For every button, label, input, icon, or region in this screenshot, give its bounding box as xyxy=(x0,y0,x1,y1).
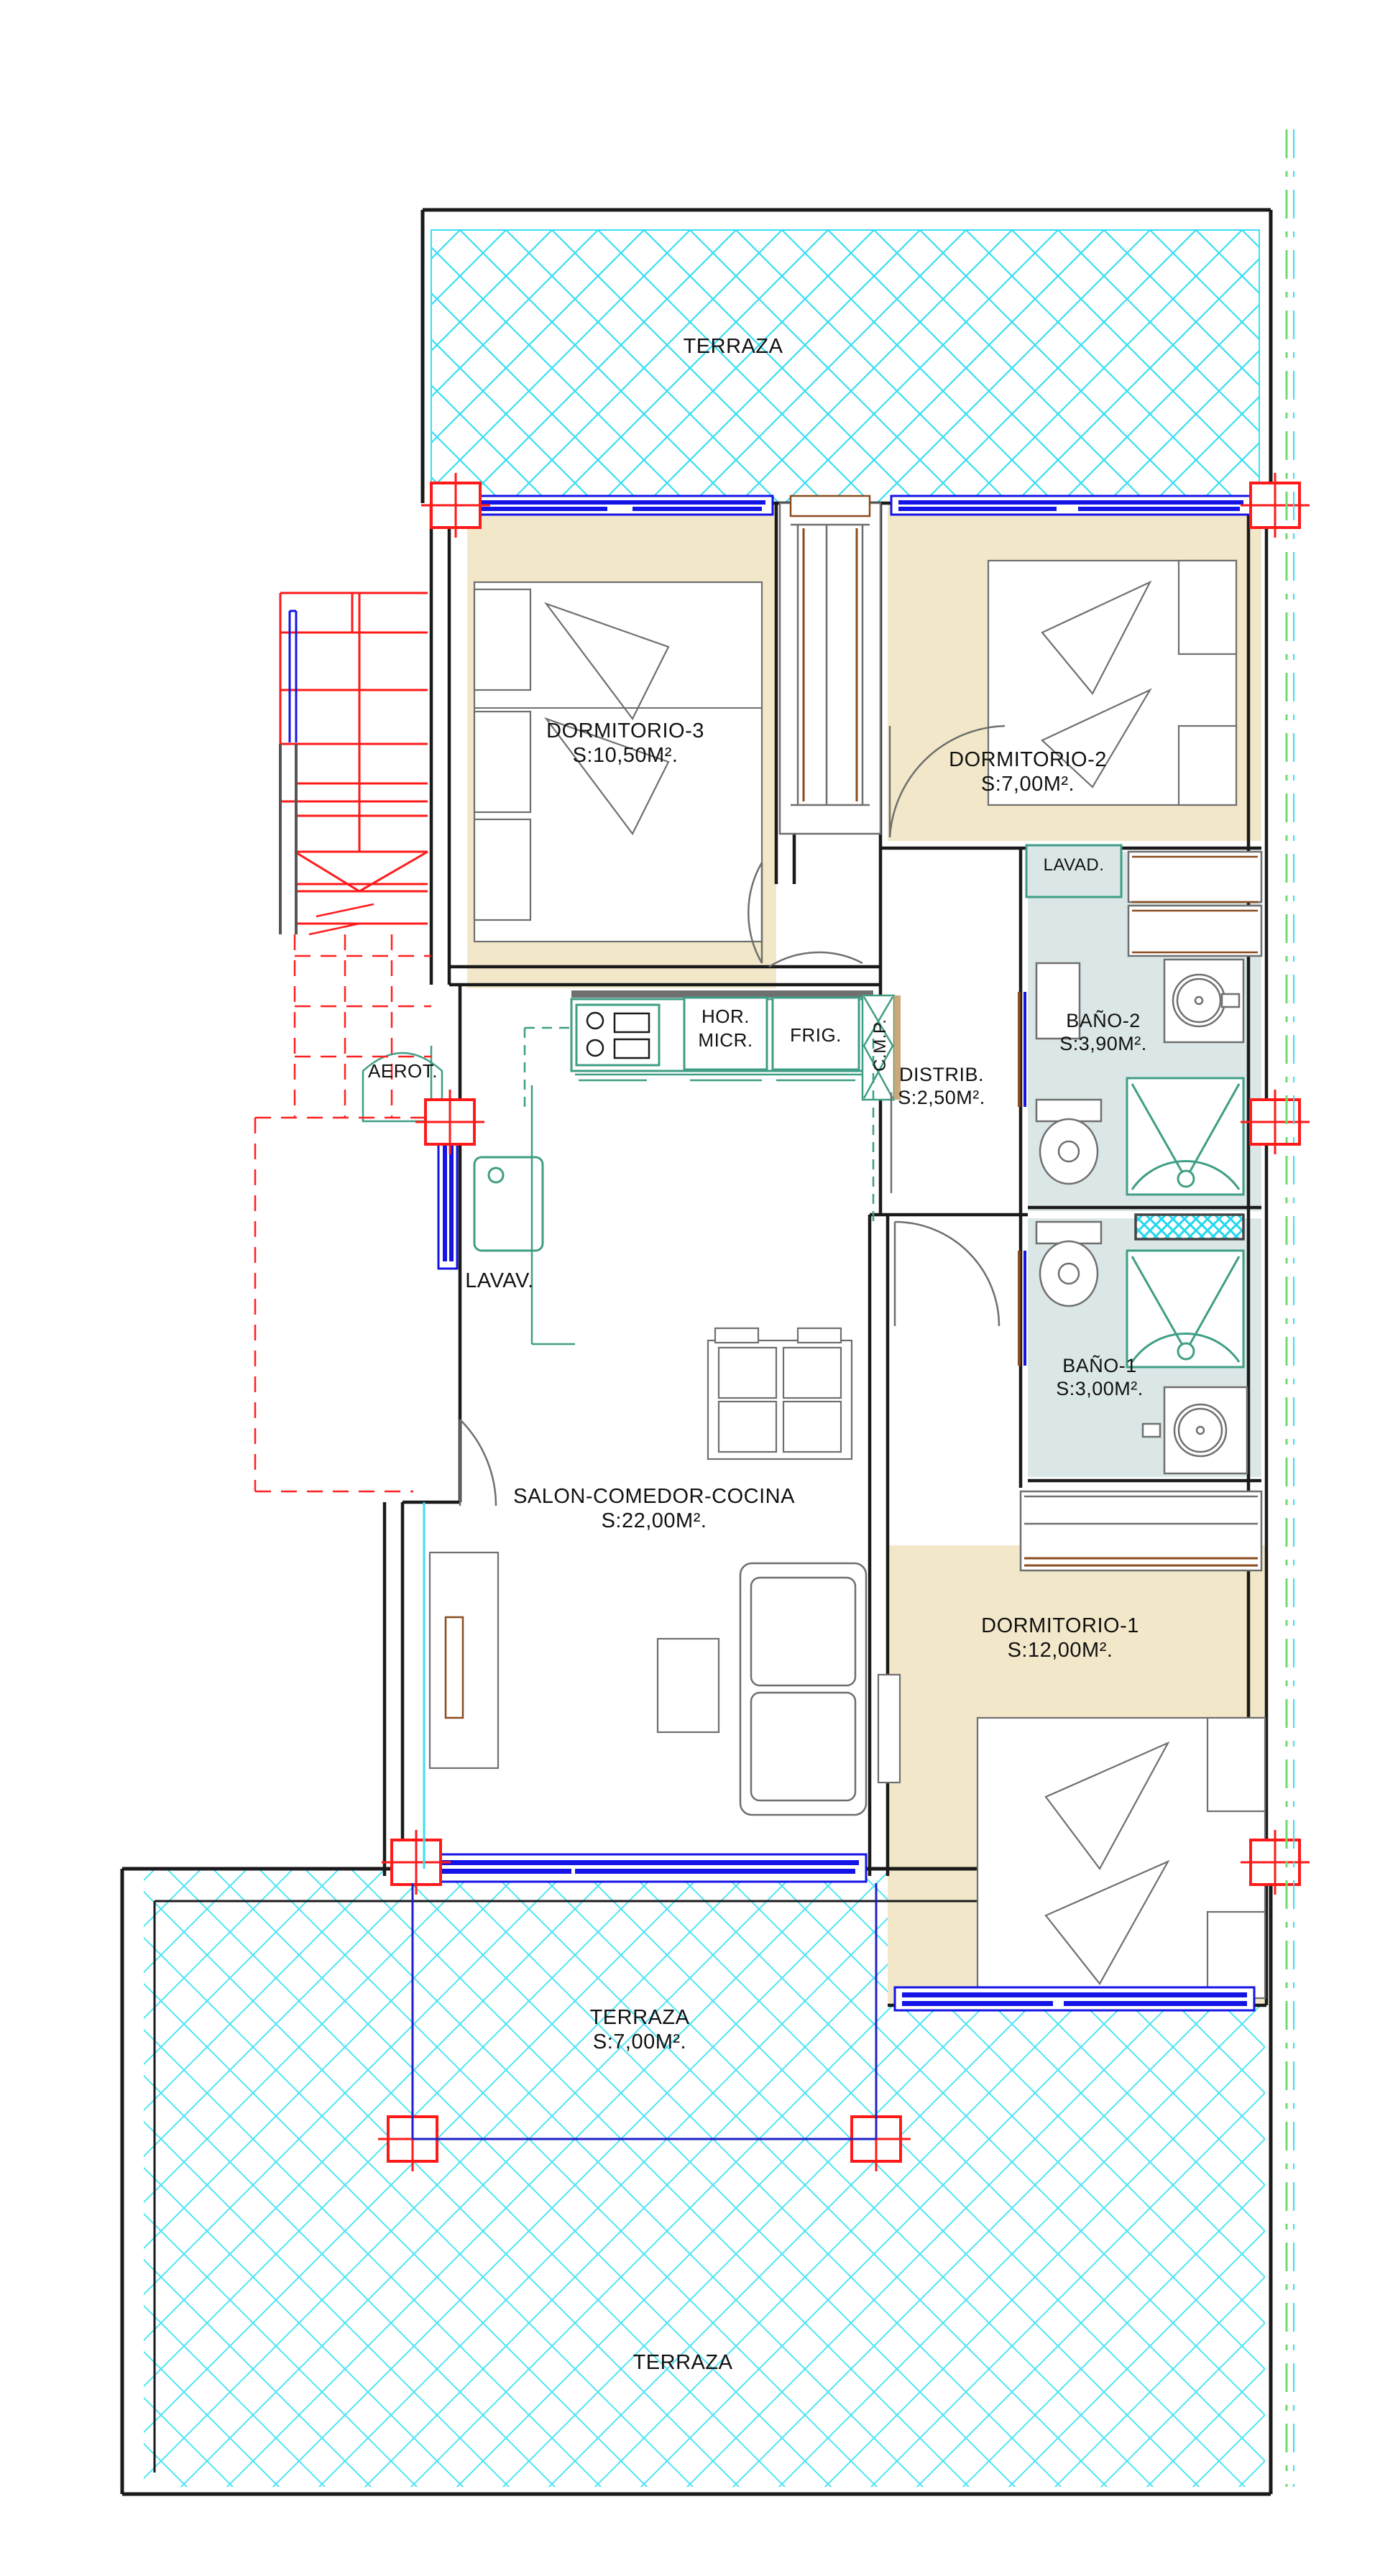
towel-rail-bano-2 xyxy=(1134,1213,1245,1241)
label-bano-2: BAÑO-2 S:3,90M². xyxy=(1021,1010,1186,1056)
sliding-door-dorm2-top xyxy=(890,494,1252,516)
label-frigorifico: FRIG. xyxy=(773,1024,859,1046)
label-horno-line1: HOR. xyxy=(702,1006,750,1027)
label-lavavajillas: LAVAV. xyxy=(431,1269,568,1293)
stair-direction-arrows xyxy=(308,903,374,936)
label-aerotermia: AEROT. xyxy=(344,1060,462,1082)
sink-bano-1 xyxy=(1141,1386,1248,1475)
door-dormitorio-3 xyxy=(748,862,763,964)
stair-rail-blue xyxy=(288,610,298,742)
kitchen-wall-line xyxy=(530,1085,575,1346)
label-cmp-name: C.M.P. xyxy=(870,1018,890,1072)
label-salon: SALON-COMEDOR-COCINA S:22,00M². xyxy=(460,1484,848,1533)
door-dormitorio-2 xyxy=(888,724,1006,838)
toilet-bano-1 xyxy=(1035,1220,1103,1307)
label-bano-1-name: BAÑO-1 xyxy=(1062,1355,1137,1376)
sink-bano-2 xyxy=(1163,958,1245,1044)
cooktop xyxy=(575,1003,661,1067)
label-terraza-top-line1: TERRAZA xyxy=(683,335,783,358)
label-frigorifico-name: FRIG. xyxy=(790,1024,842,1046)
label-dormitorio-3-name: DORMITORIO-3 xyxy=(546,719,704,742)
label-dormitorio-2-name: DORMITORIO-2 xyxy=(949,748,1107,771)
shaft-vertical-bars xyxy=(802,528,858,801)
projection-dashed xyxy=(254,934,431,1493)
side-shelf xyxy=(877,1673,901,1784)
door-dorm1 xyxy=(893,1220,1000,1327)
label-distribuidor: DISTRIB. S:2,50M². xyxy=(862,1064,1021,1110)
shower-bano-2 xyxy=(1126,1077,1245,1196)
cmp-brown-edge xyxy=(894,995,901,1100)
fridge-box xyxy=(771,996,860,1071)
sofa xyxy=(739,1562,868,1816)
label-bano-2-name: BAÑO-2 xyxy=(1066,1010,1141,1031)
washer-dryer-shelves xyxy=(1127,850,1263,957)
label-dormitorio-1-area: S:12,00M². xyxy=(1007,1639,1113,1662)
label-dormitorio-3-area: S:10,50M². xyxy=(572,744,678,768)
label-lavadero: LAVAD. xyxy=(1026,855,1121,875)
coffee-table xyxy=(656,1637,720,1734)
column-top-right xyxy=(1241,473,1310,538)
column-mid-right xyxy=(1241,1090,1310,1154)
label-terraza-bottom: TERRAZA xyxy=(546,2350,819,2375)
terrace-top-fill xyxy=(431,229,1260,504)
bed-dormitorio-1 xyxy=(976,1716,1266,2000)
label-bano-2-area: S:3,90M². xyxy=(1059,1032,1147,1054)
door-swing-dorm3-bottom xyxy=(768,951,863,968)
label-dormitorio-1: DORMITORIO-1 S:12,00M². xyxy=(895,1614,1225,1662)
label-dormitorio-2: DORMITORIO-2 S:7,00M². xyxy=(862,748,1193,796)
aerot-unit xyxy=(362,1046,443,1123)
kitchen-dashed-outline xyxy=(523,1026,875,1222)
column-low-right xyxy=(1241,1830,1310,1895)
toilet-bano-2 xyxy=(1035,1098,1103,1185)
label-bano-1-area: S:3,00M². xyxy=(1056,1377,1144,1399)
label-distribuidor-area: S:2,50M². xyxy=(898,1086,985,1108)
label-terraza-top: TERRAZA xyxy=(632,334,834,359)
staircase xyxy=(279,592,428,925)
label-lavavajillas-name: LAVAV. xyxy=(465,1269,534,1292)
window-salon-bottom xyxy=(433,1853,868,1883)
bed-dormitorio-3 xyxy=(473,581,763,943)
dining-table xyxy=(707,1327,853,1460)
kitchen-counter-band xyxy=(571,990,873,998)
label-cmp: C.M.P. xyxy=(870,995,891,1095)
label-bano-1: BAÑO-1 S:3,00M². xyxy=(1013,1355,1186,1401)
oven-microwave-box xyxy=(683,996,768,1071)
label-horno-line2: MICR. xyxy=(698,1029,753,1051)
door-entry-salon xyxy=(459,1419,497,1506)
label-salon-area: S:22,00M². xyxy=(601,1509,707,1533)
label-salon-name: SALON-COMEDOR-COCINA xyxy=(513,1485,795,1508)
label-terraza-bottom-name: TERRAZA xyxy=(632,2351,733,2374)
tv-unit xyxy=(428,1551,500,1770)
bed-dormitorio-2 xyxy=(987,559,1238,806)
kitchen-sink xyxy=(473,1156,544,1252)
label-aerotermia-name: AEROT. xyxy=(368,1060,438,1082)
stair-wall-gray xyxy=(279,744,298,934)
label-terraza-7: TERRAZA S:7,00M². xyxy=(489,2005,791,2054)
sliding-door-dorm3-top xyxy=(469,494,774,516)
column-mid-left xyxy=(415,1090,484,1154)
bidet-bano-2 xyxy=(1035,962,1081,1040)
label-horno-microondas: HOR. MICR. xyxy=(684,1005,767,1052)
terrace-middle-fill xyxy=(392,1869,938,2156)
building-outline xyxy=(420,208,1273,503)
kitchen-base-line xyxy=(575,1073,870,1082)
window-dorm1-bottom xyxy=(893,1986,1256,2012)
label-terraza-7-name: TERRAZA xyxy=(589,2006,690,2029)
label-dormitorio-3: DORMITORIO-3 S:10,50M². xyxy=(453,719,798,768)
terrace-railing xyxy=(411,1883,878,2140)
sink-window-blue xyxy=(437,1131,459,1270)
shelf-lines xyxy=(1132,855,1258,954)
label-lavadero-name: LAVAD. xyxy=(1043,855,1105,875)
label-terraza-7-area: S:7,00M². xyxy=(592,2030,687,2054)
label-distribuidor-name: DISTRIB. xyxy=(898,1064,984,1085)
central-shaft-top xyxy=(778,494,882,835)
label-dormitorio-1-name: DORMITORIO-1 xyxy=(981,1614,1139,1637)
column-top-left xyxy=(421,473,490,538)
shower-bano-1 xyxy=(1126,1249,1245,1368)
label-dormitorio-2-area: S:7,00M². xyxy=(980,773,1075,796)
wardrobe-dorm1-lines xyxy=(1024,1557,1258,1567)
lavadero-box xyxy=(1025,844,1123,898)
column-low-left xyxy=(382,1830,451,1895)
